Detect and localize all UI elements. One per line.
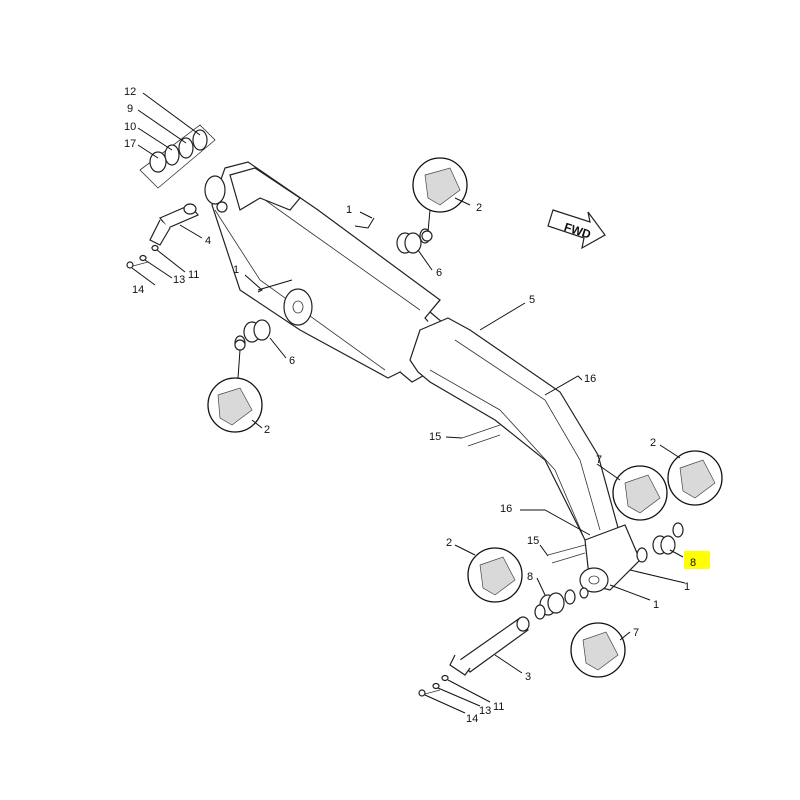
callout-11-upper: 11	[188, 269, 199, 281]
callout-2-lower: 2	[446, 537, 452, 549]
callout-2-top: 2	[476, 202, 482, 214]
boom-structure	[204, 161, 641, 593]
detail-bubble-left	[207, 339, 263, 433]
seals-rings-left	[534, 587, 589, 620]
callout-labels: 12 9 10 17 4 14 13 11 1 1 2 6 6 2 5 16 1…	[124, 86, 696, 725]
callout-12: 12	[124, 86, 136, 98]
bolts-15-upper	[461, 424, 501, 447]
callout-7-upper: 7	[596, 454, 602, 466]
detail-bubble-lower-7	[570, 622, 626, 678]
callout-16-upper: 16	[584, 373, 596, 385]
callout-8-right-highlighted: 8	[690, 557, 696, 569]
bolt-14-13-11-lower	[418, 674, 449, 697]
callout-5: 5	[529, 294, 535, 306]
callout-2-left: 2	[264, 424, 270, 436]
pin-3	[449, 616, 530, 676]
detail-bubble-right-2	[667, 450, 723, 506]
callout-17: 17	[124, 138, 136, 150]
bolts-15-lower	[547, 544, 586, 564]
callout-15-lower: 15	[527, 535, 539, 547]
callout-13-lower: 13	[479, 705, 491, 717]
callout-14-upper: 14	[132, 284, 144, 296]
callout-14-lower: 14	[466, 713, 478, 725]
callout-3: 3	[525, 671, 531, 683]
callout-16-lower: 16	[500, 503, 512, 515]
fwd-direction-arrow: FWD	[547, 209, 606, 250]
callout-1-top: 1	[346, 204, 352, 216]
callout-10: 10	[124, 121, 136, 133]
leader-lines	[131, 92, 686, 714]
bolt-14-13-11-upper	[126, 244, 159, 269]
callout-9: 9	[127, 103, 133, 115]
callout-11-lower: 11	[493, 701, 504, 713]
callout-8-left: 8	[527, 571, 533, 583]
callout-6-upper: 6	[436, 267, 442, 279]
callout-6-lower: 6	[289, 355, 295, 367]
detail-bubble-right-7	[612, 465, 668, 521]
pin-4	[149, 203, 199, 246]
callout-1-nose: 1	[653, 599, 659, 611]
detail-bubble-top	[412, 157, 468, 242]
callout-2-right: 2	[650, 437, 656, 449]
callout-15-upper: 15	[429, 431, 441, 443]
callout-13-upper: 13	[173, 274, 185, 286]
washer-stack-12-9-10-17	[139, 124, 216, 189]
callout-4: 4	[205, 235, 211, 247]
callout-1-left: 1	[233, 264, 239, 276]
callout-8-highlight	[684, 551, 710, 569]
detail-bubble-lower-2	[467, 547, 523, 603]
callout-1-right: 1	[684, 581, 690, 593]
callout-7-lower: 7	[633, 627, 639, 639]
seals-rings-right	[636, 522, 684, 563]
